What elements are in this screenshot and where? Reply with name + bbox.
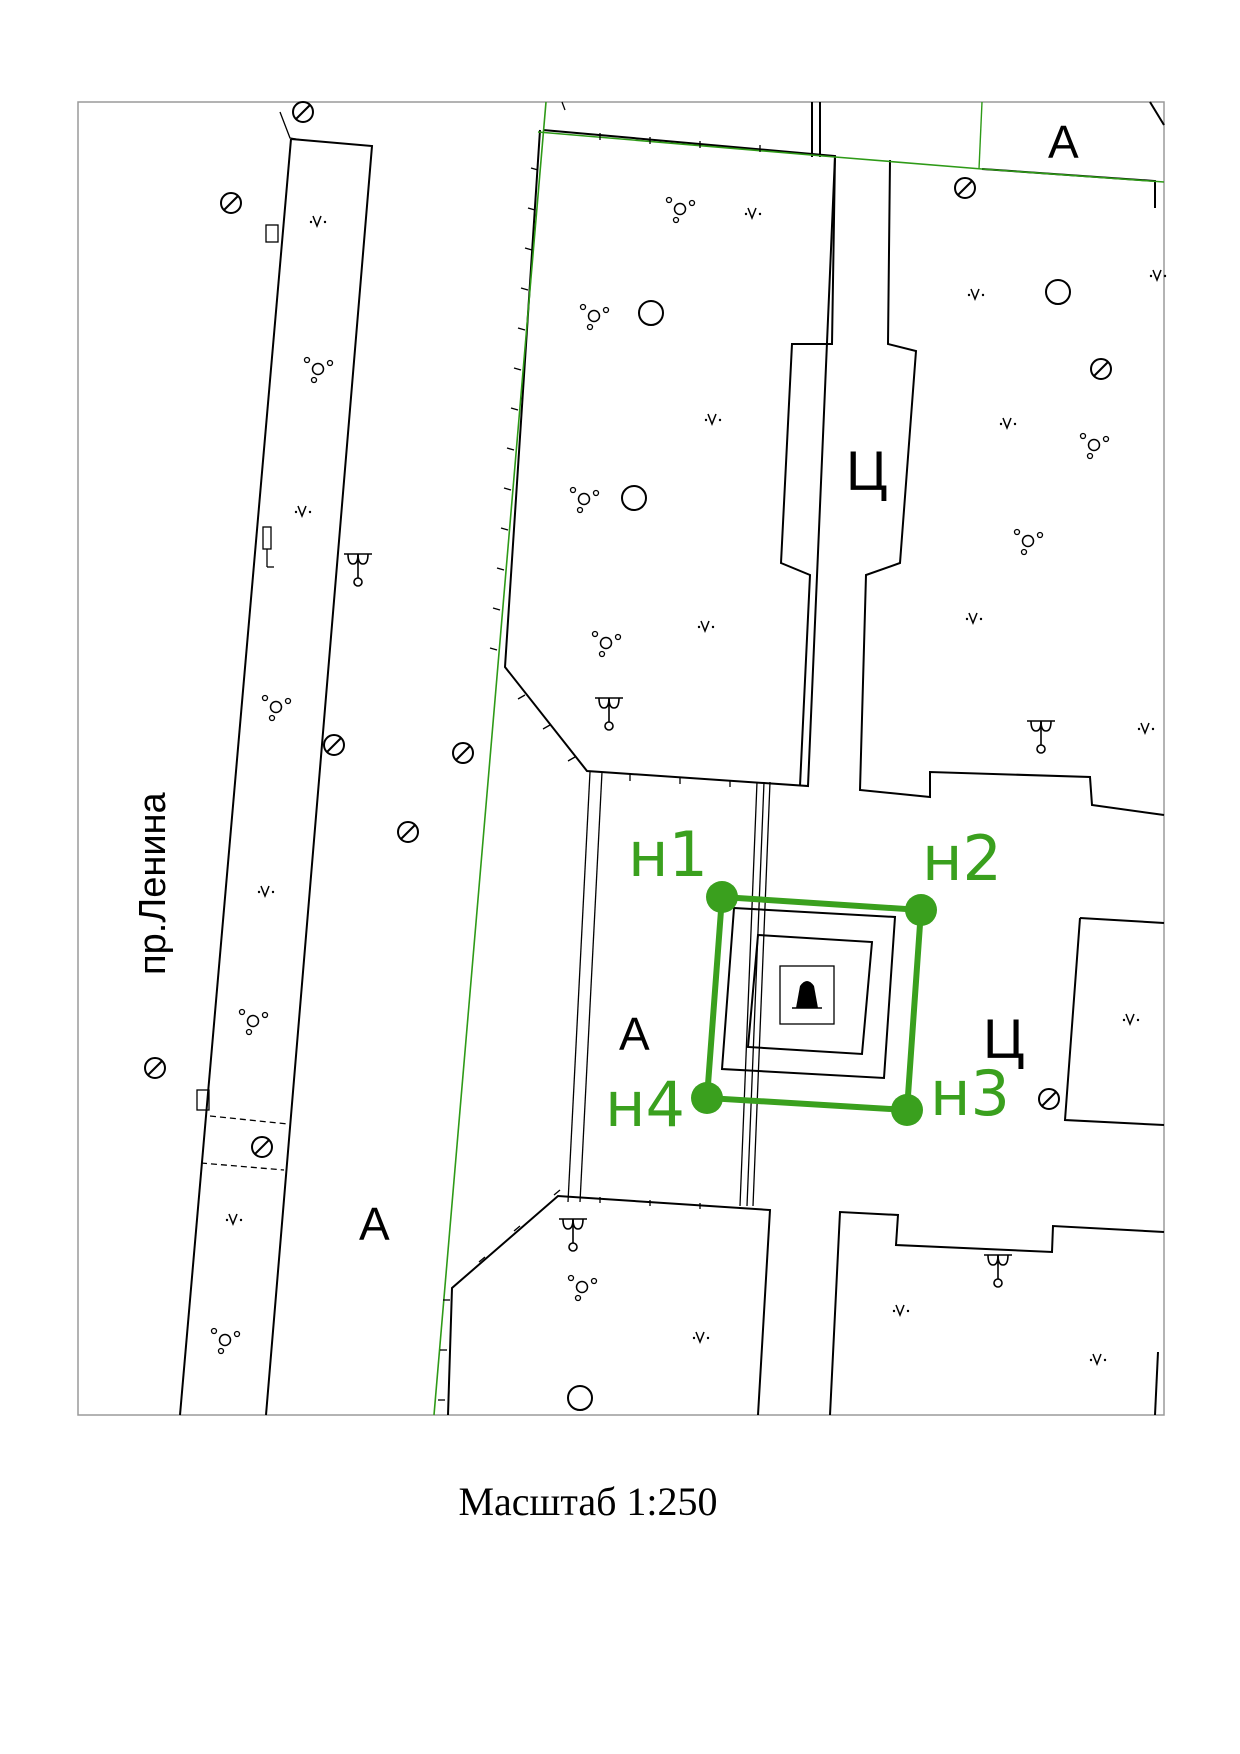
scale-caption: Масштаб 1:250 <box>458 1479 717 1524</box>
point-н3 <box>891 1094 923 1126</box>
zone-label-a-top-right: А <box>1048 116 1079 168</box>
point-label-н3: н3 <box>930 1057 1010 1130</box>
zone-label-c-middle: Ц <box>846 439 887 502</box>
zone-label-c-right: Ц <box>983 1007 1024 1070</box>
map-symbols <box>144 101 1167 1411</box>
plan-linework <box>179 101 1165 1416</box>
point-н4 <box>691 1082 723 1114</box>
point-label-н4: н4 <box>605 1068 685 1141</box>
zone-label-a-center: А <box>619 1008 650 1060</box>
point-н1 <box>706 881 738 913</box>
point-label-н1: н1 <box>628 818 708 891</box>
monument <box>720 906 897 1080</box>
boundary-lines <box>433 101 1165 1416</box>
zone-label-a-bottom-left: А <box>359 1198 390 1250</box>
point-н2 <box>905 894 937 926</box>
street-label: пр.Ленина <box>132 791 174 975</box>
point-label-н2: н2 <box>922 822 1002 895</box>
fence-ticks <box>438 133 761 1401</box>
plot-boundary <box>691 881 937 1126</box>
map-frame <box>77 101 1165 1416</box>
